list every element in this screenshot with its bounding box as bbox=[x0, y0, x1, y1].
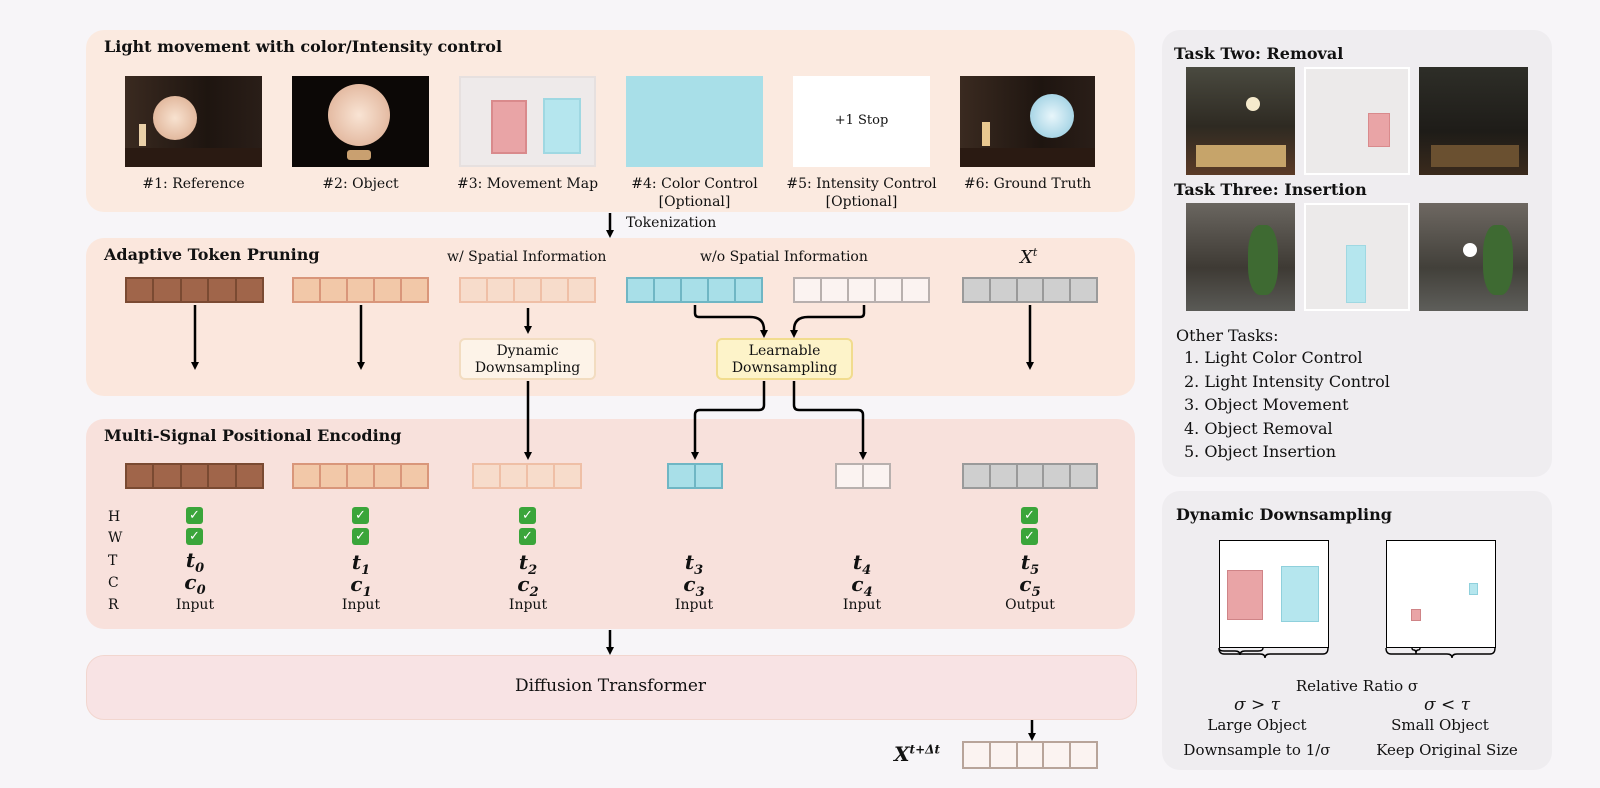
other-tasks-title: Other Tasks: bbox=[1176, 326, 1279, 345]
stop-text: +1 Stop bbox=[834, 113, 889, 128]
enc-row-object bbox=[292, 463, 429, 489]
c-var-0: c0 bbox=[184, 570, 206, 598]
c-var-2: c2 bbox=[517, 572, 539, 600]
r-label-3: Input bbox=[674, 597, 714, 613]
movement-map-image bbox=[459, 76, 596, 167]
panel3-title: Multi-Signal Positional Encoding bbox=[104, 426, 402, 445]
insertion-mask-image bbox=[1304, 203, 1410, 311]
token-row-intensity bbox=[793, 277, 930, 303]
row-label-h: H bbox=[108, 509, 121, 525]
row-label-t: T bbox=[108, 553, 118, 569]
check-w-object: ✓ bbox=[352, 528, 369, 545]
check-h-object: ✓ bbox=[352, 507, 369, 524]
dynamic-downsampling-box: Dynamic Downsampling bbox=[459, 338, 596, 380]
learnable-downsampling-box: Learnable Downsampling bbox=[716, 338, 853, 380]
enc-row-movement bbox=[472, 463, 582, 489]
insertion-image-1 bbox=[1186, 203, 1295, 311]
label-color-control: #4: Color Control [Optional] bbox=[631, 176, 758, 210]
enc-row-reference bbox=[125, 463, 264, 489]
c-var-3: c3 bbox=[683, 572, 705, 600]
removal-image-2 bbox=[1419, 67, 1528, 175]
list-item: 1. Light Color Control bbox=[1184, 348, 1363, 367]
diffusion-transformer-label: Diffusion Transformer bbox=[514, 676, 707, 696]
relative-ratio-label: Relative Ratio σ bbox=[1295, 677, 1419, 695]
right-object-label: Small Object bbox=[1391, 716, 1489, 734]
check-h-movement: ✓ bbox=[519, 507, 536, 524]
left-action-label: Downsample to 1/σ bbox=[1183, 741, 1331, 759]
panel-token-pruning bbox=[86, 238, 1135, 396]
color-control-image bbox=[626, 76, 763, 167]
token-row-noise bbox=[962, 277, 1098, 303]
insertion-image-2 bbox=[1419, 203, 1528, 311]
tokenization-label: Tokenization bbox=[626, 215, 717, 231]
right-action-label: Keep Original Size bbox=[1376, 741, 1518, 759]
check-w-reference: ✓ bbox=[186, 528, 203, 545]
label-object: #2: Object bbox=[322, 176, 399, 192]
token-row-color bbox=[626, 277, 763, 303]
output-token-row bbox=[962, 741, 1098, 769]
panel-diffusion-transformer bbox=[86, 655, 1137, 720]
token-row-movement bbox=[459, 277, 596, 303]
panel2-title: Adaptive Token Pruning bbox=[104, 245, 320, 264]
r-label-4: Input bbox=[842, 597, 882, 613]
output-label: Xt+Δt bbox=[894, 742, 940, 766]
left-object-label: Large Object bbox=[1207, 716, 1307, 734]
task-two-title: Task Two: Removal bbox=[1174, 44, 1344, 63]
label-reference: #1: Reference bbox=[142, 176, 245, 192]
enc-row-color bbox=[667, 463, 723, 489]
reference-image bbox=[125, 76, 262, 167]
label-ground-truth: #6: Ground Truth bbox=[963, 176, 1092, 192]
list-item: 5. Object Insertion bbox=[1184, 442, 1337, 461]
c-var-4: c4 bbox=[851, 572, 873, 600]
t-var-4: t4 bbox=[852, 550, 872, 578]
c-var-1: c1 bbox=[350, 572, 372, 600]
t-var-1: t1 bbox=[351, 550, 371, 578]
brace-layer bbox=[1218, 647, 1496, 659]
t-var-0: t0 bbox=[185, 548, 205, 576]
check-h-reference: ✓ bbox=[186, 507, 203, 524]
list-item: 2. Light Intensity Control bbox=[1184, 371, 1390, 391]
check-h-noise: ✓ bbox=[1021, 507, 1038, 524]
row-label-w: W bbox=[108, 530, 123, 546]
check-w-noise: ✓ bbox=[1021, 528, 1038, 545]
label-movement-map: #3: Movement Map bbox=[456, 176, 599, 192]
label-intensity-control: #5: Intensity Control [Optional] bbox=[786, 176, 937, 210]
r-label-5: Output bbox=[1005, 597, 1055, 613]
list-item: 4. Object Removal bbox=[1184, 418, 1333, 438]
large-object-frame bbox=[1219, 540, 1329, 648]
left-condition: σ > τ bbox=[1233, 695, 1281, 715]
ground-truth-image bbox=[960, 76, 1095, 167]
with-spatial-label: w/ Spatial Information bbox=[447, 249, 607, 265]
removal-mask-image bbox=[1304, 67, 1410, 175]
small-object-frame bbox=[1386, 540, 1496, 648]
row-label-r: R bbox=[108, 597, 119, 613]
c-var-5: c5 bbox=[1019, 572, 1041, 600]
right-condition: σ < τ bbox=[1423, 695, 1471, 715]
enc-row-noise bbox=[962, 463, 1098, 489]
row-label-c: C bbox=[108, 575, 119, 591]
object-image bbox=[292, 76, 429, 167]
task-three-title: Task Three: Insertion bbox=[1174, 180, 1367, 199]
without-spatial-label: w/o Spatial Information bbox=[700, 249, 868, 265]
intensity-control-image: +1 Stop bbox=[793, 76, 930, 167]
dyn-downsampling-title: Dynamic Downsampling bbox=[1176, 505, 1392, 524]
xt-label: Xt bbox=[1020, 246, 1038, 268]
r-label-1: Input bbox=[341, 597, 381, 613]
enc-row-intensity bbox=[835, 463, 891, 489]
token-row-object bbox=[292, 277, 429, 303]
list-item: 3. Object Movement bbox=[1184, 395, 1349, 414]
r-label-0: Input bbox=[175, 597, 215, 613]
check-w-movement: ✓ bbox=[519, 528, 536, 545]
t-var-5: t5 bbox=[1020, 550, 1040, 578]
token-row-reference bbox=[125, 277, 264, 303]
t-var-2: t2 bbox=[518, 550, 538, 578]
removal-image-1 bbox=[1186, 67, 1295, 175]
panel-positional-encoding bbox=[86, 419, 1135, 629]
r-label-2: Input bbox=[508, 597, 548, 613]
panel1-title: Light movement with color/Intensity cont… bbox=[104, 37, 503, 56]
other-tasks-list: 1. Light Color Control 2. Light Intensit… bbox=[1184, 346, 1390, 464]
t-var-3: t3 bbox=[684, 550, 704, 578]
